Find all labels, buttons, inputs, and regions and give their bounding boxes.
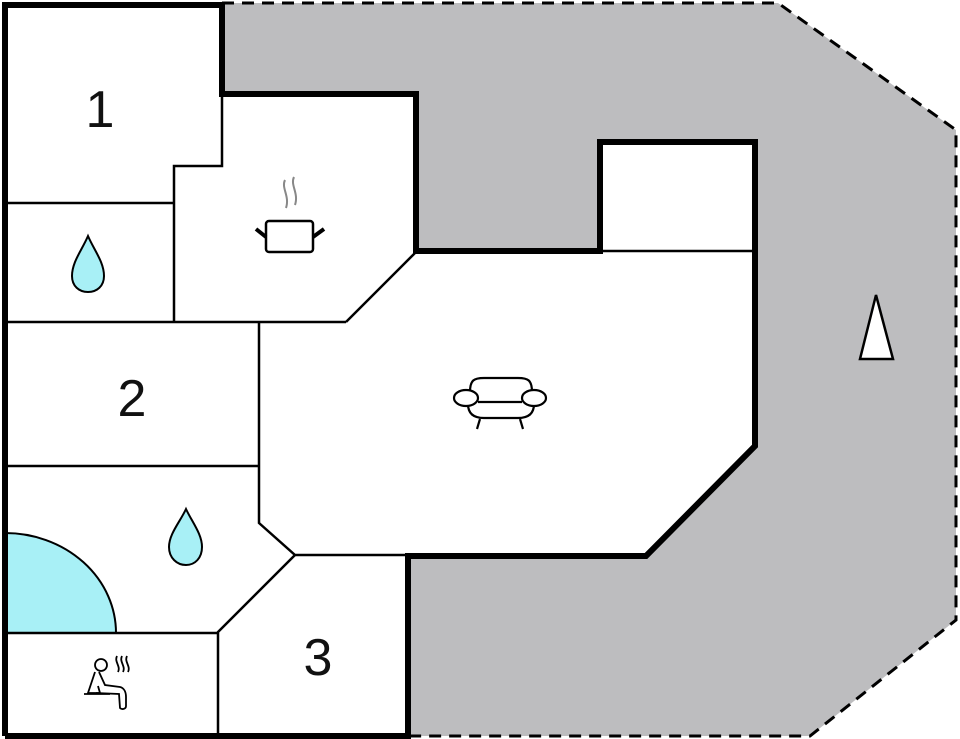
sauna-icon: [84, 655, 130, 710]
cooking-pot-icon: [254, 176, 326, 254]
water-drop-icon: [167, 506, 204, 567]
room-label-1: 1: [86, 81, 115, 139]
water-drop-icon: [70, 233, 106, 294]
terrace-outline: [222, 1, 958, 738]
exterior-walls: [2, 2, 758, 739]
spa-pool: [4, 531, 118, 634]
armchair-icon: [452, 376, 548, 430]
interior-walls: [5, 94, 755, 736]
room-label-3: 3: [304, 629, 333, 687]
north-arrow-icon: [858, 294, 895, 361]
room-label-2: 2: [118, 370, 147, 428]
terrace-area: [222, 3, 956, 736]
